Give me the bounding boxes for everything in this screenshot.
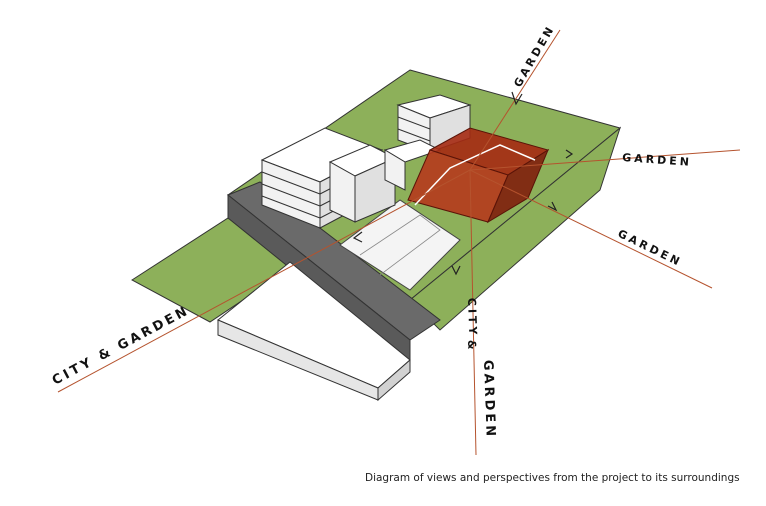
building-east bbox=[383, 94, 472, 191]
arrow-west-icon bbox=[352, 231, 363, 243]
south-block-side bbox=[377, 358, 411, 402]
diagram-caption: Diagram of views and perspectives from t… bbox=[365, 472, 740, 484]
label-garden-southeast: GARDEN bbox=[616, 227, 685, 269]
project-volume bbox=[407, 127, 550, 224]
plaza-grid bbox=[359, 214, 441, 276]
label-garden-east: GARDEN bbox=[622, 151, 693, 169]
sightlines bbox=[57, 29, 741, 456]
arrow-southeast-icon bbox=[547, 201, 558, 212]
label-city-garden-west: CITY & GARDEN bbox=[50, 303, 192, 388]
arrow-east-icon bbox=[565, 149, 574, 159]
arrow-south-icon bbox=[451, 265, 461, 276]
label-garden-north: GARDEN bbox=[511, 22, 557, 89]
arrow-north-icon bbox=[511, 91, 523, 106]
label-and-south: & bbox=[465, 340, 478, 353]
label-garden-south: GARDEN bbox=[480, 360, 498, 440]
sightline-arrows bbox=[352, 91, 574, 276]
label-city-south: CITY bbox=[465, 298, 479, 338]
